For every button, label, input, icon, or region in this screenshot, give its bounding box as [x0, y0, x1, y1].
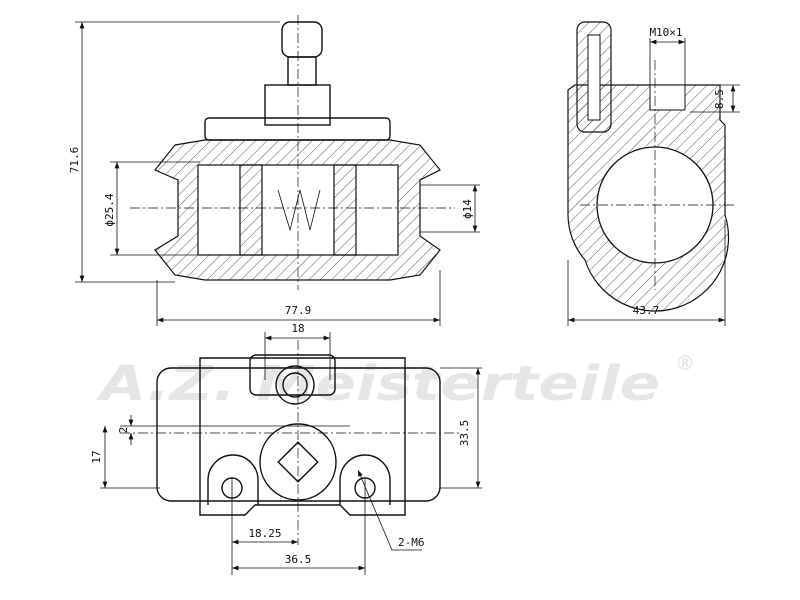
dim-mount-holes: 2-M6 — [398, 536, 425, 549]
dim-width: 43.7 — [633, 304, 660, 317]
dim-thread: M10×1 — [649, 26, 682, 39]
bleed-cap — [281, 21, 323, 58]
bottom-view: 18 2 17 33.5 18.25 36.5 2-M6 — [90, 322, 482, 575]
dim-offset: 2 — [117, 427, 130, 434]
bleed-boss — [264, 84, 331, 126]
threaded-port — [649, 84, 686, 111]
cylinder-body — [156, 367, 441, 502]
bleed-port — [275, 365, 315, 405]
dim-overall-height: 71.6 — [68, 147, 81, 174]
dim-height: 33.5 — [458, 420, 471, 447]
spring — [277, 189, 321, 232]
bleed-channel — [587, 34, 601, 121]
dim-mount-height: 17 — [90, 450, 103, 463]
side-section-view: M10×1 8.5 43.7 — [567, 21, 740, 326]
watermark: A.Z. Meisterteile ® — [95, 351, 695, 412]
mount-ear-right — [339, 454, 391, 505]
dim-half-spacing: 18.25 — [248, 527, 281, 540]
dim-bore-diameter: ϕ25.4 — [103, 193, 116, 226]
watermark-text: A.Z. Meisterteile — [95, 356, 660, 412]
piston-right — [333, 164, 357, 256]
bleed-port-inner — [282, 372, 308, 398]
mount-ear-left — [207, 454, 259, 505]
inlet-port — [277, 441, 319, 483]
dim-port-diameter: ϕ14 — [461, 199, 474, 219]
bleed-boss-outline — [249, 354, 336, 396]
leader-line — [357, 469, 422, 551]
bleed-screw — [287, 56, 317, 86]
dim-port-depth: 8.5 — [713, 89, 726, 109]
inlet-boss — [259, 423, 337, 501]
dim-port-spacing: 18 — [291, 322, 304, 335]
dim-overall-length: 77.9 — [285, 304, 312, 317]
piston-left — [239, 164, 263, 256]
dim-hole-spacing: 36.5 — [285, 553, 312, 566]
watermark-registered: ® — [675, 351, 695, 375]
housing-top — [204, 117, 391, 141]
front-section-view: 71.6 ϕ25.4 ϕ14 77.9 — [68, 15, 480, 326]
